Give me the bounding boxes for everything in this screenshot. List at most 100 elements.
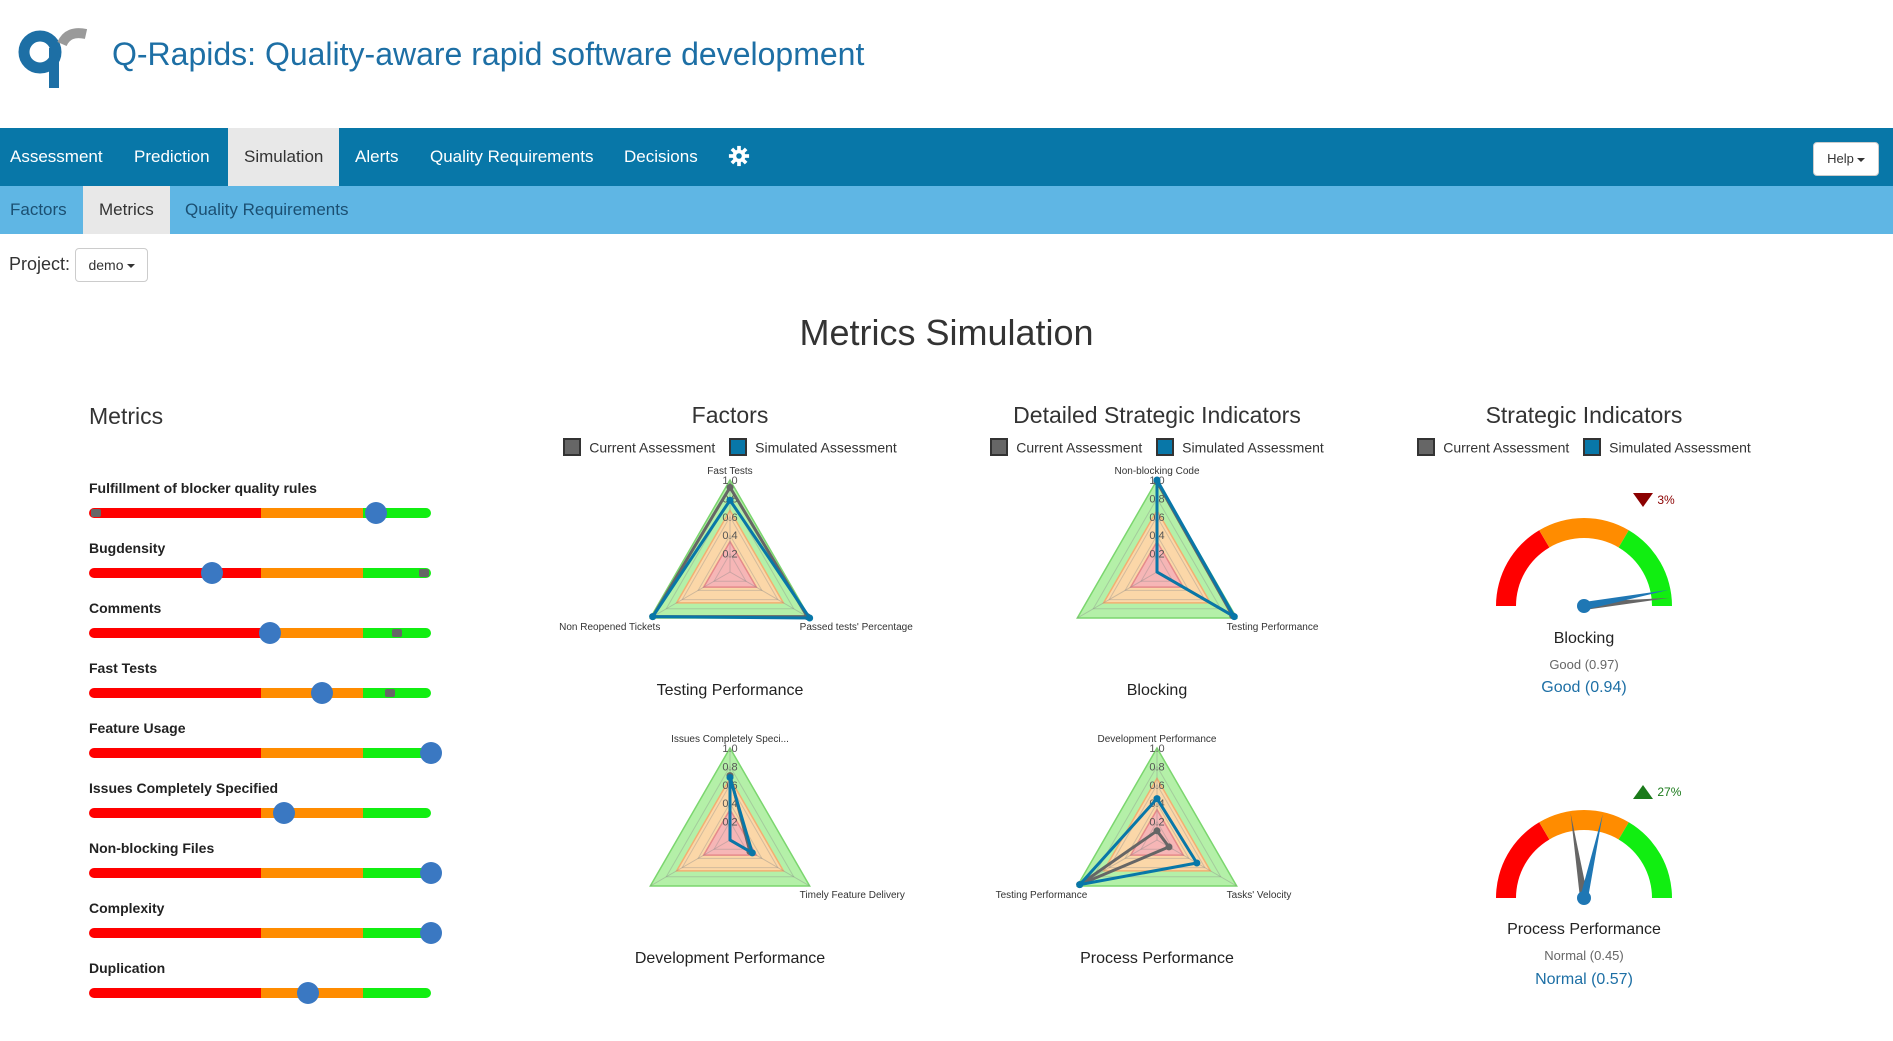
radar-point[interactable] [726,483,734,491]
radar-band [702,540,758,588]
radar-gridline [1092,497,1222,610]
radar-axis-label: Testing Performance [1227,622,1319,633]
radar-point[interactable] [726,496,734,504]
radar-series-line [1155,478,1236,619]
subnav-quality-requirements[interactable]: Quality Requirements [185,200,349,219]
legend-simulated-swatch [729,438,748,457]
project-select[interactable]: demo [75,248,148,282]
radar-point[interactable] [1153,476,1161,484]
radar-axis-label: Non-blocking Code [1114,466,1199,477]
radar-point[interactable] [806,614,814,622]
legend-current[interactable]: Current Assessment [1417,438,1569,457]
caret-down-icon [126,264,135,269]
radar-gridline [1124,534,1190,591]
slider-handle[interactable] [310,682,333,704]
nav-simulation[interactable]: Simulation [228,128,340,186]
metric-slider-row: Comments [89,600,439,654]
gauge-needle [1583,597,1670,610]
metric-slider-track[interactable] [89,508,431,518]
legend-simulated[interactable]: Simulated Assessment [729,438,897,457]
metric-slider-track[interactable] [89,568,431,578]
metrics-title: Metrics [89,403,164,429]
slider-segment-orange [261,748,363,758]
slider-handle[interactable] [296,982,319,1004]
nav-assessment[interactable]: Assessment [10,147,103,166]
slider-handle[interactable] [259,622,282,644]
metric-slider-row: Fast Tests [89,660,439,714]
slider-segment-orange [261,868,363,878]
slider-handle[interactable] [201,562,224,584]
gauge-band [1539,810,1629,840]
gear-icon[interactable] [728,145,750,167]
legend-current[interactable]: Current Assessment [990,438,1142,457]
q-rapids-logo-icon [18,28,88,88]
sub-navbar: Factors Metrics Quality Requirements [0,186,1893,234]
radar-point[interactable] [649,613,657,621]
current-value-marker [384,689,395,697]
app-title: Q-Rapids: Quality-aware rapid software d… [112,36,865,72]
slider-segment-orange [261,808,363,818]
current-value-marker [391,629,402,637]
radar-point[interactable] [1230,613,1238,621]
slider-handle[interactable] [420,742,442,764]
gauge-needle [1570,813,1588,899]
radar-point[interactable] [1165,843,1173,851]
factors-column: Factors Current Assessment Simulated Ass… [520,400,940,1000]
page-title: Metrics Simulation [799,312,1094,353]
radar-point[interactable] [1153,827,1161,835]
slider-segment-orange [261,568,363,578]
metric-label: Bugdensity [89,540,166,556]
nav-decisions[interactable]: Decisions [624,147,698,166]
nav-quality-requirements[interactable]: Quality Requirements [430,147,594,166]
gauge-needle [1580,814,1603,899]
radar-point[interactable] [748,849,756,857]
current-value-marker [419,569,430,577]
radar-gridline [1092,765,1222,878]
radar-point[interactable] [1193,859,1201,867]
slider-segment-green [363,808,431,818]
radar-point[interactable] [1153,795,1161,803]
metric-slider-row: Bugdensity [89,540,439,594]
metric-label: Feature Usage [89,720,186,736]
dsi-column: Detailed Strategic Indicators Current As… [947,400,1367,1000]
arrow-up-icon [1633,785,1653,799]
slider-segment-red [89,568,261,578]
metric-slider-track[interactable] [89,868,431,878]
radar-series-simulated [649,496,814,622]
radar-caption: Blocking [1126,682,1188,699]
metric-slider-track[interactable] [89,928,431,938]
metric-slider-track[interactable] [89,988,431,998]
subnav-factors[interactable]: Factors [10,200,67,219]
legend-simulated[interactable]: Simulated Assessment [1583,438,1751,457]
radar-series-simulated [1153,476,1238,621]
metric-slider-track[interactable] [89,688,431,698]
si-legend: Current Assessment Simulated Assessment [1374,438,1794,457]
metric-slider-row: Duplication [89,960,439,1014]
slider-segment-green [363,508,431,518]
slider-handle[interactable] [272,802,295,824]
slider-handle[interactable] [420,922,442,944]
nav-prediction[interactable]: Prediction [134,147,210,166]
factors-title: Factors [691,402,769,428]
radar-axis-label: Timely Feature Delivery [800,890,905,901]
radar-tick-label: 0.6 [722,512,737,524]
si-title: Strategic Indicators [1485,402,1683,428]
radar-point[interactable] [1076,881,1084,889]
subnav-metrics[interactable]: Metrics [83,186,170,234]
help-button[interactable]: Help [1813,142,1879,176]
gauge-band [1618,530,1672,606]
metric-slider-track[interactable] [89,808,431,818]
nav-alerts[interactable]: Alerts [355,147,399,166]
radar-series-line [1078,829,1171,887]
radar-point[interactable] [726,773,734,781]
slider-handle[interactable] [420,862,442,884]
metric-label: Non-blocking Files [89,840,215,856]
metric-slider-track[interactable] [89,748,431,758]
legend-simulated[interactable]: Simulated Assessment [1156,438,1324,457]
radar-tick-label: 0.8 [722,761,737,773]
metric-slider-row: Complexity [89,900,442,954]
slider-handle[interactable] [365,502,388,524]
legend-current[interactable]: Current Assessment [563,438,715,457]
